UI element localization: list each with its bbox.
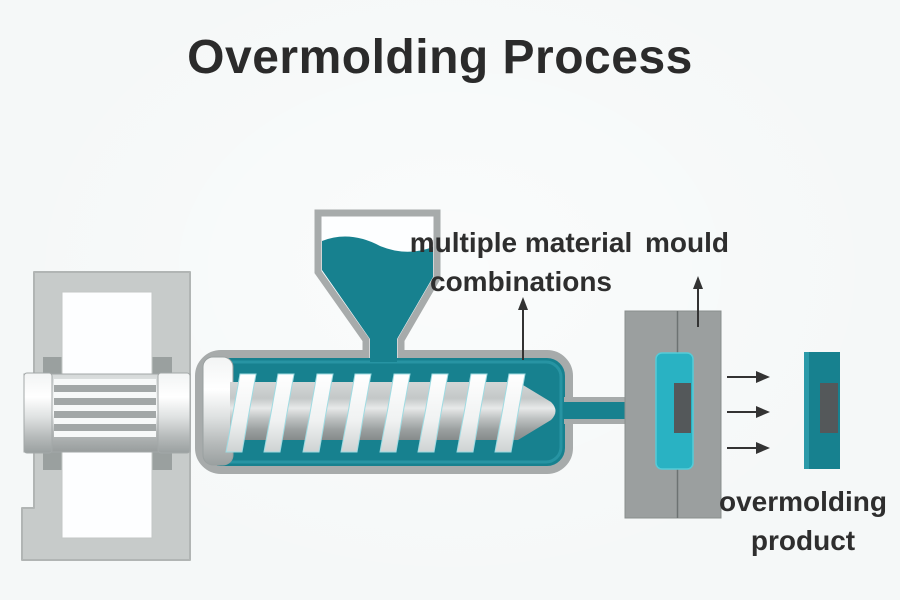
nozzle bbox=[564, 397, 628, 424]
mould-arrowhead bbox=[693, 276, 703, 289]
shaft-coupling-right bbox=[157, 372, 191, 454]
label-material-combinations: multiple material combinations bbox=[410, 223, 633, 301]
mould-insert-part bbox=[674, 383, 691, 433]
screw-flights bbox=[225, 373, 526, 453]
label-mould: mould bbox=[645, 227, 729, 258]
drive-shaft bbox=[23, 372, 191, 454]
screw bbox=[202, 356, 556, 466]
material-arrowhead bbox=[518, 297, 528, 310]
page-title: Overmolding Process bbox=[187, 31, 693, 84]
product-edge-highlight bbox=[804, 352, 809, 469]
mould-block bbox=[624, 310, 722, 519]
overmolded-product bbox=[804, 352, 840, 469]
frame-window-bottom bbox=[61, 451, 153, 539]
shaft-ribs bbox=[54, 379, 156, 437]
frame-window-top bbox=[61, 291, 153, 378]
label-product-line1: overmolding bbox=[718, 486, 888, 517]
ejection-arrows bbox=[727, 371, 770, 454]
hopper bbox=[314, 209, 441, 362]
hopper-material bbox=[322, 236, 433, 362]
material-arrow bbox=[518, 297, 528, 360]
label-overmolding-product: overmolding product bbox=[719, 482, 887, 560]
shaft-coupling-left bbox=[23, 372, 53, 454]
label-product-line2: product bbox=[750, 525, 856, 556]
label-material-line2: combinations bbox=[429, 266, 613, 297]
mould-arrow bbox=[693, 276, 703, 327]
product-insert-part bbox=[820, 383, 838, 433]
label-material-line1: multiple material bbox=[409, 227, 633, 258]
